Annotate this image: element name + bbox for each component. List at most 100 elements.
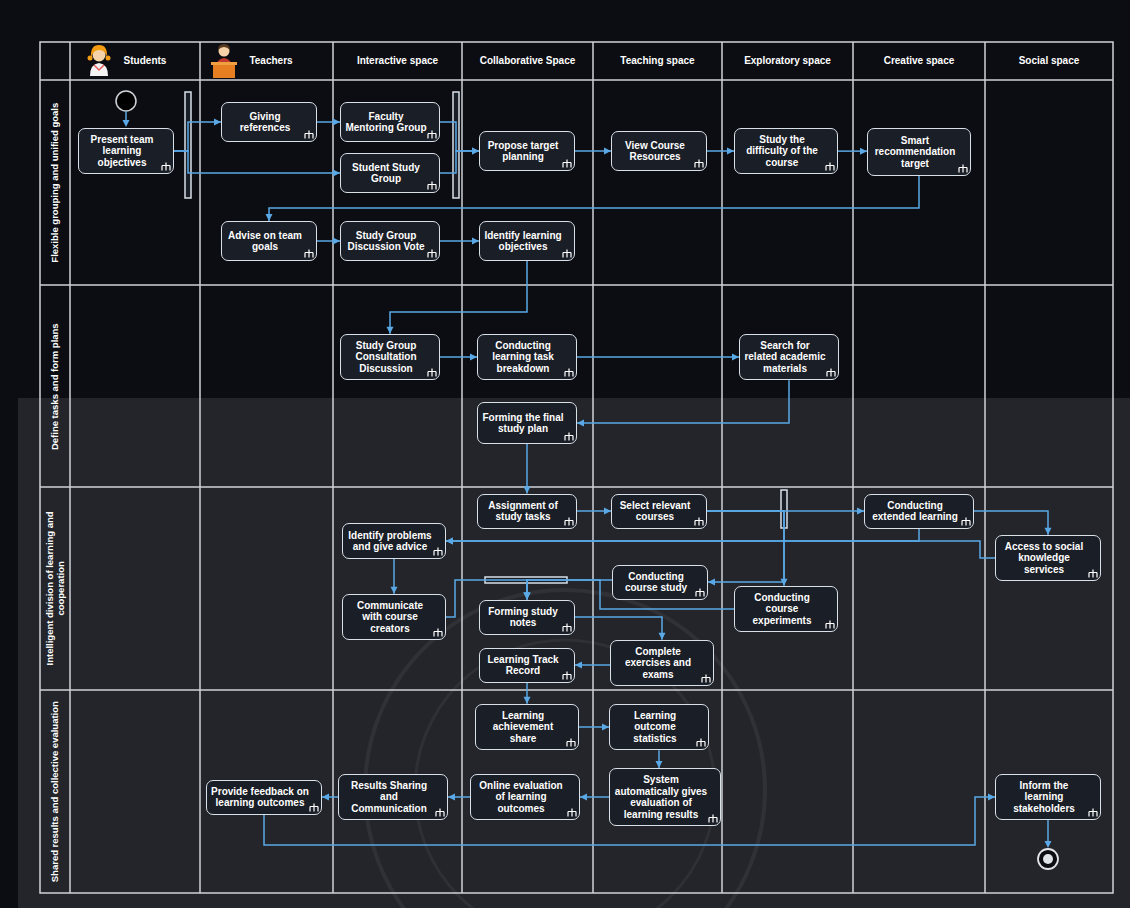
activity-box: Present team learning objectives (78, 128, 174, 175)
box-content: View Course Resources (616, 140, 694, 163)
box-text: Study Group Consultation Discussion (345, 340, 427, 375)
subactivity-icon (567, 808, 577, 817)
subactivity-icon (562, 159, 572, 168)
box-text: Search for related academic materials (744, 340, 826, 375)
arrow-head (604, 148, 611, 155)
connector-line (174, 122, 221, 151)
subactivity-icon-path (567, 739, 575, 747)
arrow-head (602, 724, 609, 731)
arrow-head (580, 794, 587, 801)
box-content: Provide feedback on learning outcomes (211, 786, 309, 809)
arrow-head (322, 794, 329, 801)
connector-line (526, 444, 528, 494)
subactivity-icon-path (563, 250, 571, 258)
lane-label: Shared results and collective evaluation (49, 697, 60, 887)
arrow-head (708, 579, 715, 586)
connector-line (174, 151, 340, 173)
column-header: Creative space (859, 55, 979, 67)
activity-box: Smart recommendation target (867, 128, 971, 176)
activity-box: Advise on team goals (221, 221, 317, 261)
box-text: Learning achievement share (480, 710, 566, 745)
subactivity-icon-path (428, 131, 436, 139)
activity-box: Learning Track Record (479, 648, 575, 683)
arrow-head (1045, 841, 1052, 848)
arrow-head (604, 508, 611, 515)
arrow-head (333, 119, 340, 126)
column-header: Teaching space (598, 55, 718, 67)
box-content: System automatically gives evaluation of… (614, 774, 708, 820)
box-content: Identify learning objectives (484, 230, 562, 253)
flow-connector (446, 538, 995, 559)
teacher-icon (211, 44, 237, 78)
student-icon (88, 45, 111, 76)
subactivity-icon-path (1089, 809, 1097, 817)
box-text: Study Group Discussion Vote (345, 230, 427, 253)
box-content: Conducting course study (617, 571, 695, 594)
arrow-head (472, 238, 479, 245)
flow-connector (446, 529, 919, 545)
box-text: Access to social knowledge services (1000, 541, 1088, 576)
flow-connector (440, 354, 477, 361)
box-text: Complete exercises and exams (615, 646, 701, 681)
box-content: Learning outcome statistics (614, 710, 696, 745)
subactivity-icon-path (697, 739, 705, 747)
arrow-head (659, 633, 666, 640)
activity-box: Provide feedback on learning outcomes (206, 780, 322, 815)
arrow-head (391, 587, 398, 594)
box-text: Provide feedback on learning outcomes (211, 786, 309, 809)
subactivity-icon-path (563, 623, 571, 631)
subactivity-icon-path (565, 369, 573, 377)
box-text: Select relevant courses (616, 500, 694, 523)
flow-connector (577, 508, 611, 515)
activity-box: Complete exercises and exams (610, 640, 714, 687)
subactivity-icon (427, 181, 437, 190)
arrow-head (333, 238, 340, 245)
subactivity-icon (564, 517, 574, 526)
activity-box: Access to social knowledge services (995, 535, 1101, 582)
box-content: Results Sharing and Communication (343, 780, 435, 815)
flow-connector (577, 380, 789, 426)
subactivity-icon (562, 249, 572, 258)
subactivity-icon-path (962, 517, 970, 525)
box-content: Identify problems and give advice (347, 530, 433, 553)
activity-box: Study the difficulty of the course (734, 128, 838, 175)
subactivity-icon-path (695, 160, 703, 168)
subactivity-icon (695, 588, 705, 597)
arrow-head (446, 538, 453, 545)
flow-connector (524, 683, 531, 704)
subactivity-icon-path (959, 165, 967, 173)
grid-line (40, 486, 1113, 488)
box-text: Online evaluation of learning outcomes (475, 780, 567, 815)
column-header: Social space (989, 55, 1109, 67)
subactivity-icon (958, 164, 968, 173)
sync-bars (185, 92, 787, 583)
box-content: Forming the final study plan (482, 412, 564, 435)
subactivity-icon (309, 803, 319, 812)
arrow-head (470, 354, 477, 361)
subactivity-icon (826, 368, 836, 377)
box-content: Present team learning objectives (83, 134, 161, 169)
activity-box: Assignment of study tasks (477, 494, 577, 529)
subactivity-icon (562, 623, 572, 632)
subactivity-icon-path (428, 182, 436, 190)
subactivity-icon-path (305, 131, 313, 139)
column-header: Collaborative Space (468, 55, 588, 67)
icon-collar (94, 65, 104, 70)
flow-connector (838, 148, 867, 155)
subactivity-icon-path (563, 160, 571, 168)
activity-box: Conducting course experiments (734, 586, 838, 633)
box-text: Identify problems and give advice (347, 530, 433, 553)
arrow-head (123, 120, 130, 127)
flow-connector (575, 148, 611, 155)
flow-connector (579, 724, 609, 731)
box-text: Faculty Mentoring Group (345, 111, 427, 134)
subactivity-icon (694, 517, 704, 526)
box-text: Giving references (226, 111, 304, 134)
icon-hair (218, 44, 230, 50)
box-text: Smart recommendation target (872, 135, 958, 170)
grid-line (199, 42, 201, 893)
flow-connector (524, 580, 613, 600)
box-content: Faculty Mentoring Group (345, 111, 427, 134)
arrow-head (266, 214, 273, 221)
